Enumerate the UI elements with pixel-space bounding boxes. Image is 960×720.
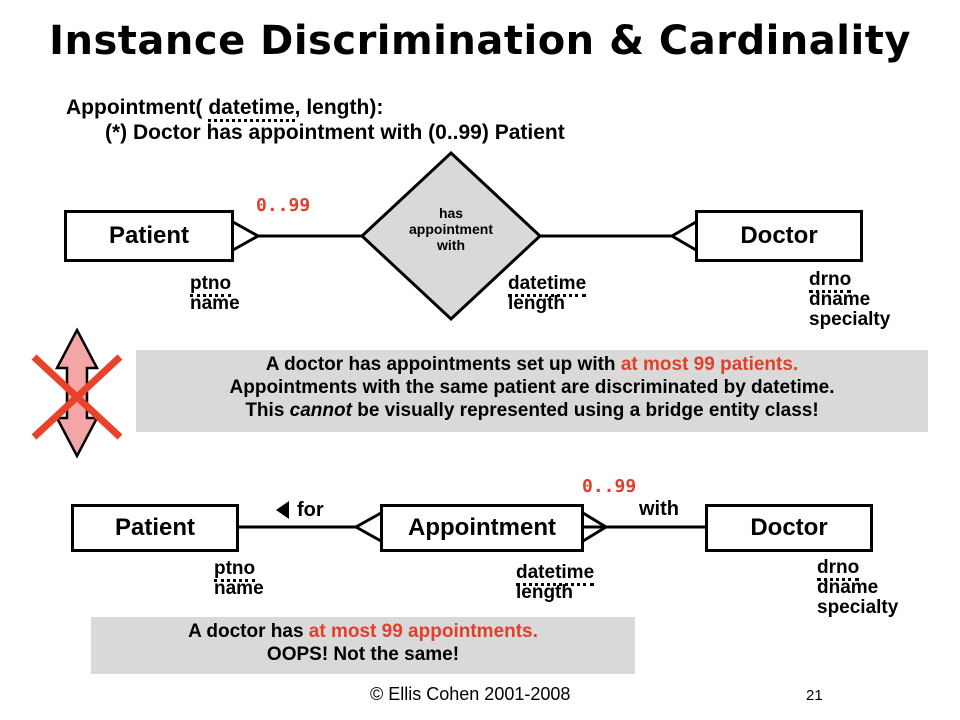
doctor-entity-label: Doctor bbox=[740, 222, 818, 249]
relationship-attribute: length bbox=[508, 293, 565, 314]
page-title: Instance Discrimination & Cardinality bbox=[49, 18, 911, 64]
doctor-attributes-1: drno dname specialty bbox=[809, 269, 891, 330]
patient-key-attribute: ptno bbox=[190, 273, 232, 297]
for-label: for bbox=[297, 499, 324, 521]
note-highlight: at most 99 appointments. bbox=[308, 621, 538, 642]
explanation-note-2: A doctor has at most 99 appointments. OO… bbox=[91, 617, 635, 674]
subtitle-suffix: , length): bbox=[294, 96, 384, 119]
appointment-left-crowfoot bbox=[352, 511, 382, 543]
copyright-text: © Ellis Cohen 2001-2008 bbox=[370, 684, 571, 704]
cross-mark-b bbox=[31, 354, 123, 440]
doctor-entity-2: Doctor bbox=[705, 504, 873, 552]
patient-attributes-2: ptno name bbox=[214, 558, 264, 599]
appointment-attributes: datetime length bbox=[516, 562, 595, 603]
for-direction-arrow-icon bbox=[276, 501, 289, 519]
note-highlight: at most 99 patients. bbox=[620, 354, 799, 375]
doctor-attribute: dname bbox=[809, 289, 871, 310]
cardinality-label-1: 0..99 bbox=[256, 195, 311, 216]
doctor-entity-1: Doctor bbox=[695, 210, 863, 262]
patient-attributes-1: ptno name bbox=[190, 273, 240, 314]
subtitle-key: datetime bbox=[208, 96, 295, 122]
patient-entity-2: Patient bbox=[71, 504, 239, 552]
with-label: with bbox=[639, 498, 679, 520]
patient-entity-label: Patient bbox=[108, 222, 189, 249]
subtitle-line-1: Appointment( datetime, length): bbox=[66, 96, 384, 122]
doctor-attributes-2: drno dname specialty bbox=[817, 557, 899, 618]
appointment-right-crowfoot bbox=[582, 511, 609, 543]
patient-entity-1: Patient bbox=[64, 210, 234, 262]
relationship-attributes-1: datetime length bbox=[508, 273, 587, 314]
page-number: 21 bbox=[806, 687, 823, 704]
patient-attribute: name bbox=[190, 293, 240, 314]
explanation-note-1: A doctor has appointments set up with at… bbox=[136, 350, 928, 432]
subtitle-prefix: Appointment( bbox=[66, 96, 209, 119]
relationship-label: has appointment with bbox=[409, 205, 493, 253]
doctor-crowfoot bbox=[669, 220, 697, 252]
subtitle-line-2: (*) Doctor has appointment with (0..99) … bbox=[105, 121, 565, 144]
relationship-diamond bbox=[359, 150, 543, 322]
cardinality-label-2: 0..99 bbox=[582, 476, 637, 497]
doctor-key-attribute: drno bbox=[809, 269, 852, 293]
note-emphasis: cannot bbox=[289, 400, 352, 421]
appointment-entity: Appointment bbox=[380, 504, 584, 552]
doctor-attribute: specialty bbox=[809, 309, 891, 330]
relationship-key-attribute: datetime bbox=[508, 273, 587, 297]
patient-crowfoot bbox=[232, 220, 262, 252]
